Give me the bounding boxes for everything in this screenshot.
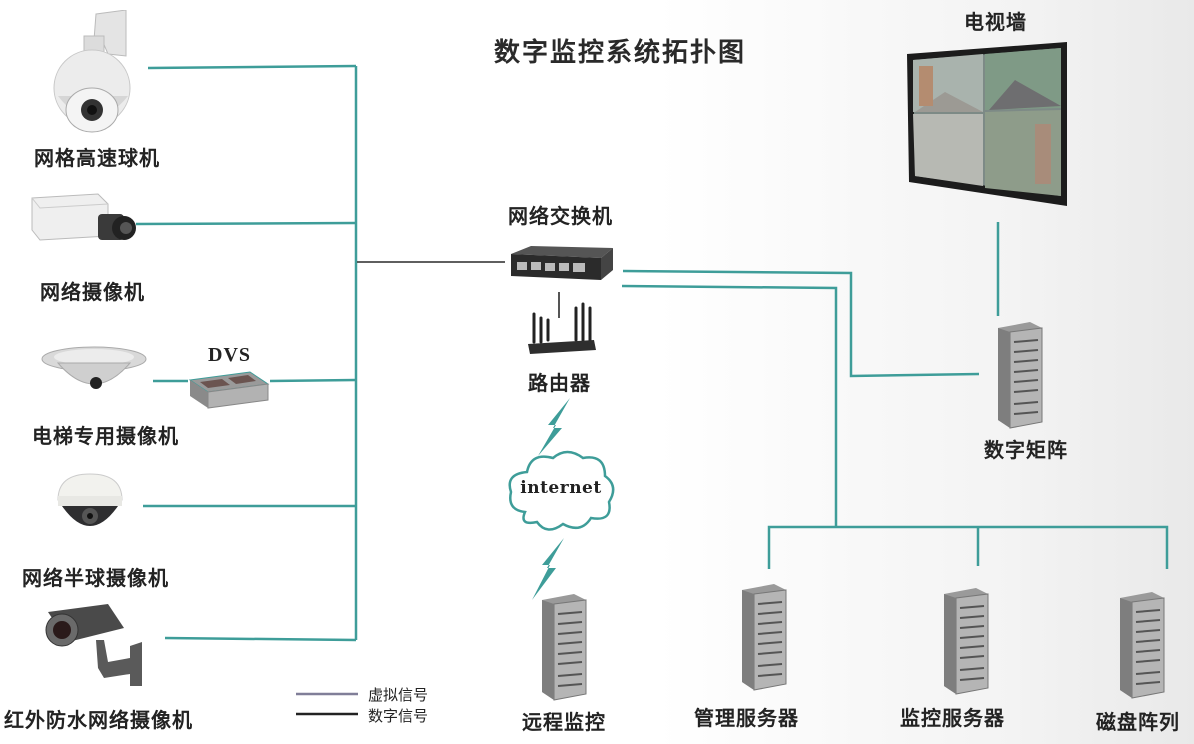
router-label: 路由器 bbox=[528, 371, 591, 395]
legend-digital-label: 数字信号 bbox=[368, 707, 429, 725]
remote-monitor-label: 远程监控 bbox=[522, 710, 606, 734]
wire-server-bus bbox=[767, 525, 1169, 569]
digital-matrix-label: 数字矩阵 bbox=[984, 438, 1068, 462]
video-wall-label: 电视墙 bbox=[964, 10, 1027, 34]
wire-ir-camera bbox=[164, 636, 357, 642]
wire-network-camera bbox=[135, 221, 357, 226]
network-switch-icon[interactable] bbox=[505, 244, 615, 284]
monitoring-server-label: 监控服务器 bbox=[900, 706, 1005, 730]
wire-ptz-camera bbox=[147, 64, 357, 70]
legend-virtual-label: 虚拟信号 bbox=[368, 686, 429, 704]
management-server-icon[interactable] bbox=[734, 582, 790, 692]
elevator-camera-label: 电梯专用摄像机 bbox=[32, 424, 179, 448]
ptz-dome-camera-icon[interactable] bbox=[48, 9, 138, 138]
dvs-label: DVS bbox=[208, 344, 252, 366]
wire-switch-servers bbox=[621, 284, 838, 527]
dome-camera-label: 网络半球摄像机 bbox=[22, 566, 169, 590]
cloud-icon: internet bbox=[505, 448, 617, 534]
digital-matrix-icon[interactable] bbox=[990, 320, 1046, 430]
monitoring-server-icon[interactable] bbox=[936, 586, 992, 696]
wireless-bolt-icon bbox=[532, 538, 564, 600]
ir-bullet-camera-icon[interactable] bbox=[38, 600, 146, 690]
video-server-icon[interactable] bbox=[188, 370, 270, 410]
box-camera-icon[interactable] bbox=[28, 190, 138, 256]
wire-dvs-trunk bbox=[269, 378, 357, 383]
wire-switch-matrix bbox=[622, 269, 980, 378]
diagram-title: 数字监控系统拓扑图 bbox=[494, 38, 747, 68]
wireless-bolt-icon bbox=[538, 398, 570, 456]
disk-array-label: 磁盘阵列 bbox=[1096, 710, 1180, 734]
elevator-camera-icon[interactable] bbox=[38, 343, 150, 397]
ptz-camera-label: 网格高速球机 bbox=[34, 146, 160, 170]
disk-array-icon[interactable] bbox=[1112, 590, 1168, 700]
management-server-label: 管理服务器 bbox=[694, 706, 799, 730]
dome-camera-icon[interactable] bbox=[52, 470, 128, 538]
switch-label: 网络交换机 bbox=[508, 204, 613, 228]
router-icon[interactable] bbox=[524, 300, 598, 360]
ir-camera-label: 红外防水网络摄像机 bbox=[4, 708, 193, 732]
internet-label: internet bbox=[520, 478, 602, 498]
network-camera-label: 网络摄像机 bbox=[40, 280, 145, 304]
remote-monitor-icon[interactable] bbox=[534, 592, 590, 702]
video-wall-icon[interactable] bbox=[905, 40, 1071, 208]
